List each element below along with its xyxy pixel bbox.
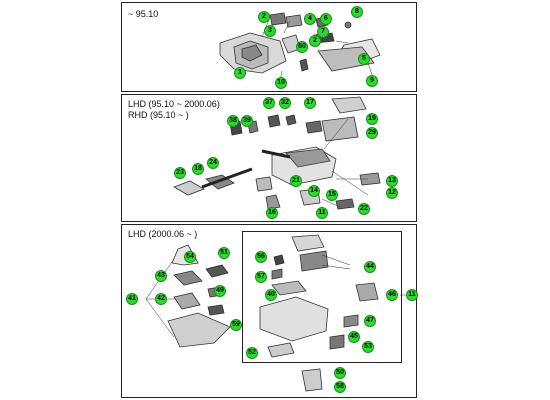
callout-51: 51	[218, 247, 230, 259]
callout-5: 5	[358, 53, 370, 65]
callout-4: 4	[304, 13, 316, 25]
callout-10: 10	[275, 77, 287, 89]
callout-24: 24	[207, 157, 219, 169]
callout-40: 40	[265, 289, 277, 301]
callout-47: 47	[364, 315, 376, 327]
callout-44: 44	[364, 261, 376, 273]
callout-45: 45	[348, 331, 360, 343]
console-assembly-drawing	[145, 234, 412, 392]
callout-21: 21	[290, 175, 302, 187]
callout-59: 59	[230, 319, 242, 331]
callout-54: 54	[184, 251, 196, 263]
callout-43: 43	[155, 270, 167, 282]
callout-7: 7	[317, 26, 329, 38]
callout-23: 23	[174, 167, 186, 179]
callout-29: 29	[366, 127, 378, 139]
callout-57: 57	[255, 271, 267, 283]
callout-32: 32	[279, 97, 291, 109]
callout-22: 22	[358, 203, 370, 215]
callout-50: 50	[334, 367, 346, 379]
callout-13: 13	[386, 175, 398, 187]
callout-53: 53	[362, 341, 374, 353]
panel-before-95-10: ~ 95.10	[121, 2, 417, 92]
callout-60: 60	[296, 41, 308, 53]
callout-52: 52	[246, 347, 258, 359]
callout-56: 56	[255, 251, 267, 263]
callout-11: 11	[406, 289, 418, 301]
panel-95-10-to-2000-06: LHD (95.10 ~ 2000.06) RHD (95.10 ~ )	[121, 94, 417, 222]
panel-title-line1: LHD (95.10 ~ 2000.06)	[128, 99, 220, 109]
callout-17: 17	[304, 97, 316, 109]
panel-title-line2: RHD (95.10 ~ )	[128, 110, 189, 120]
callout-46: 46	[386, 289, 398, 301]
panel-2000-06-onward: LHD (2000.06 ~ )	[121, 224, 418, 398]
callout-11: 11	[316, 207, 328, 219]
callout-37: 37	[263, 97, 275, 109]
callout-8: 8	[351, 6, 363, 18]
callout-12: 12	[386, 187, 398, 199]
callout-15: 15	[326, 189, 338, 201]
callout-9: 9	[366, 75, 378, 87]
callout-3: 3	[264, 25, 276, 37]
callout-16: 16	[266, 207, 278, 219]
callout-2b: 2	[309, 35, 321, 47]
callout-1: 1	[234, 67, 246, 79]
callout-58: 58	[334, 381, 346, 393]
panel-title: ~ 95.10	[128, 9, 159, 19]
panel-title: LHD (2000.06 ~ )	[128, 229, 198, 239]
callout-14: 14	[308, 185, 320, 197]
callout-41: 41	[126, 293, 138, 305]
callout-18: 18	[192, 163, 204, 175]
callout-38: 38	[227, 115, 239, 127]
callout-6: 6	[320, 13, 332, 25]
callout-2: 2	[258, 11, 270, 23]
callout-49: 49	[214, 285, 226, 297]
callout-42: 42	[155, 293, 167, 305]
callout-19: 19	[366, 113, 378, 125]
subassembly-frame	[242, 231, 402, 363]
callout-39: 39	[241, 115, 253, 127]
